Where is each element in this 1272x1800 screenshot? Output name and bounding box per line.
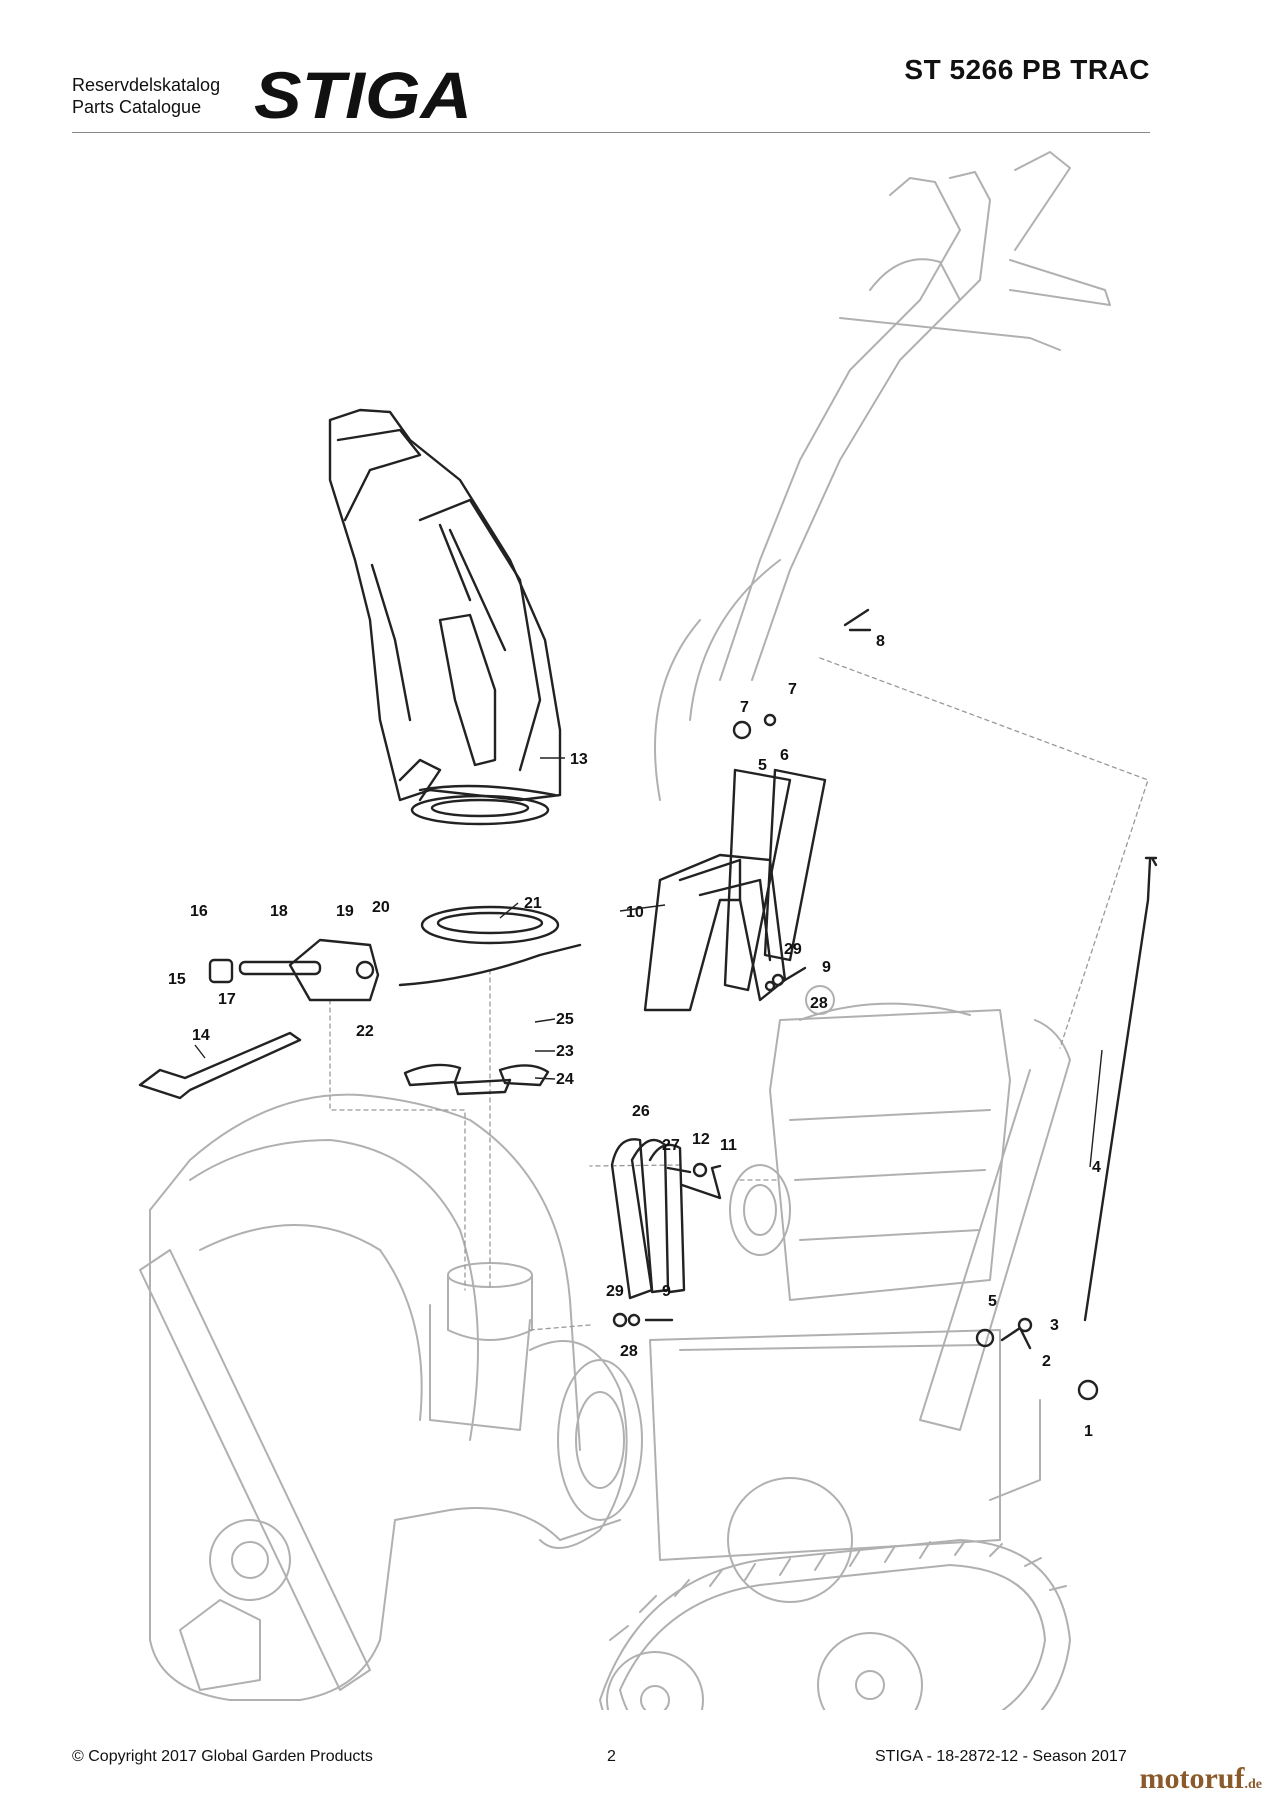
catalogue-title-swedish: Reservdelskatalog: [72, 75, 221, 95]
callout-16: 16: [190, 903, 208, 920]
callout-17: 17: [218, 991, 236, 1008]
part-14-crank-rod: [138, 1031, 302, 1100]
part-18-shaft: [238, 960, 322, 976]
callout-29a: 29: [784, 941, 802, 958]
watermark: motoruf.de: [1140, 1762, 1262, 1796]
callout-12: 12: [692, 1131, 710, 1148]
watermark-tld: .de: [1244, 1777, 1263, 1792]
callout-10: 10: [626, 904, 644, 921]
copyright-notice: © Copyright 2017 Global Garden Products: [72, 1748, 373, 1765]
callout-6: 6: [780, 747, 789, 764]
catalogue-title: Reservdelskatalog Parts Catalogue: [72, 74, 220, 118]
part-13-discharge-chute: [328, 408, 562, 802]
callout-28a: 28: [810, 995, 828, 1012]
callout-5a: 5: [988, 1293, 997, 1310]
part-26-v-belts: [610, 1138, 654, 1300]
exploded-parts-diagram: 1 2 3 4 5 5 6 7 7 8 9 9 10 11 12 13 14 1…: [138, 151, 1158, 1710]
part-7-plate-left: [723, 768, 792, 992]
callout-3: 3: [1050, 1317, 1059, 1334]
callout-19: 19: [336, 903, 354, 920]
callout-9b: 9: [662, 1283, 671, 1300]
part-4-chute-rod: [1083, 858, 1152, 1322]
callout-23: 23: [556, 1043, 574, 1060]
callout-27: 27: [662, 1137, 680, 1154]
callout-5b: 5: [758, 757, 767, 774]
machine-outline: [139, 151, 1149, 1710]
watermark-name: motoruf: [1139, 1762, 1245, 1795]
callout-9a: 9: [822, 959, 831, 976]
callout-7b: 7: [788, 681, 797, 698]
highlighted-parts: [138, 408, 1158, 1401]
callout-25: 25: [556, 1011, 574, 1028]
callout-15: 15: [168, 971, 186, 988]
callout-leaders: [194, 757, 1103, 1168]
callout-7a: 7: [740, 699, 749, 716]
part-7-plate-right: [763, 768, 827, 962]
header-rule: [72, 132, 1150, 133]
callout-13: 13: [570, 751, 588, 768]
page-number: 2: [607, 1748, 616, 1765]
document-reference: STIGA - 18-2872-12 - Season 2017: [875, 1748, 1127, 1765]
part-21-chute-ring: [420, 905, 560, 945]
part-10-belt-cover: [643, 853, 787, 1012]
part-22-gear-housing: [288, 938, 380, 1002]
callout-24: 24: [556, 1071, 574, 1088]
catalogue-title-english: Parts Catalogue: [72, 97, 202, 117]
callout-8: 8: [876, 633, 885, 650]
callout-22: 22: [356, 1023, 374, 1040]
callout-20: 20: [372, 899, 390, 916]
callout-1: 1: [1084, 1423, 1093, 1440]
callout-4: 4: [1092, 1159, 1101, 1176]
part-17-gear: [208, 958, 234, 984]
callout-14: 14: [192, 1027, 210, 1044]
callout-11: 11: [720, 1137, 737, 1154]
callout-21: 21: [524, 895, 542, 912]
callout-29b: 29: [606, 1283, 624, 1300]
part-11-belt-guide: [680, 1164, 722, 1200]
callout-26: 26: [632, 1103, 650, 1120]
callout-labels: 1 2 3 4 5 5 6 7 7 8 9 9 10 11 12 13 14 1…: [168, 633, 1101, 1440]
stiga-logo: STIGA: [254, 62, 472, 126]
callout-28b: 28: [620, 1343, 638, 1360]
model-name: ST 5266 PB TRAC: [904, 54, 1150, 85]
callout-18: 18: [270, 903, 288, 920]
callout-2: 2: [1042, 1353, 1051, 1370]
stiga-logo-text: STIGA: [254, 62, 472, 126]
